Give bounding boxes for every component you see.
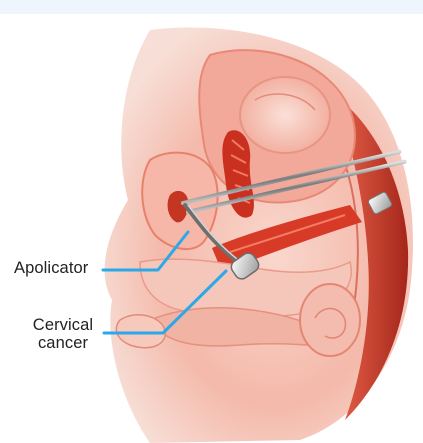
- cervical-cancer-label: Cervical cancer: [22, 316, 104, 352]
- applicator-label: Apolicator: [14, 259, 88, 277]
- lower-bulge: [300, 284, 360, 356]
- cervical-label-line2: cancer: [22, 334, 104, 352]
- cervical-label-line1: Cervical: [22, 316, 104, 334]
